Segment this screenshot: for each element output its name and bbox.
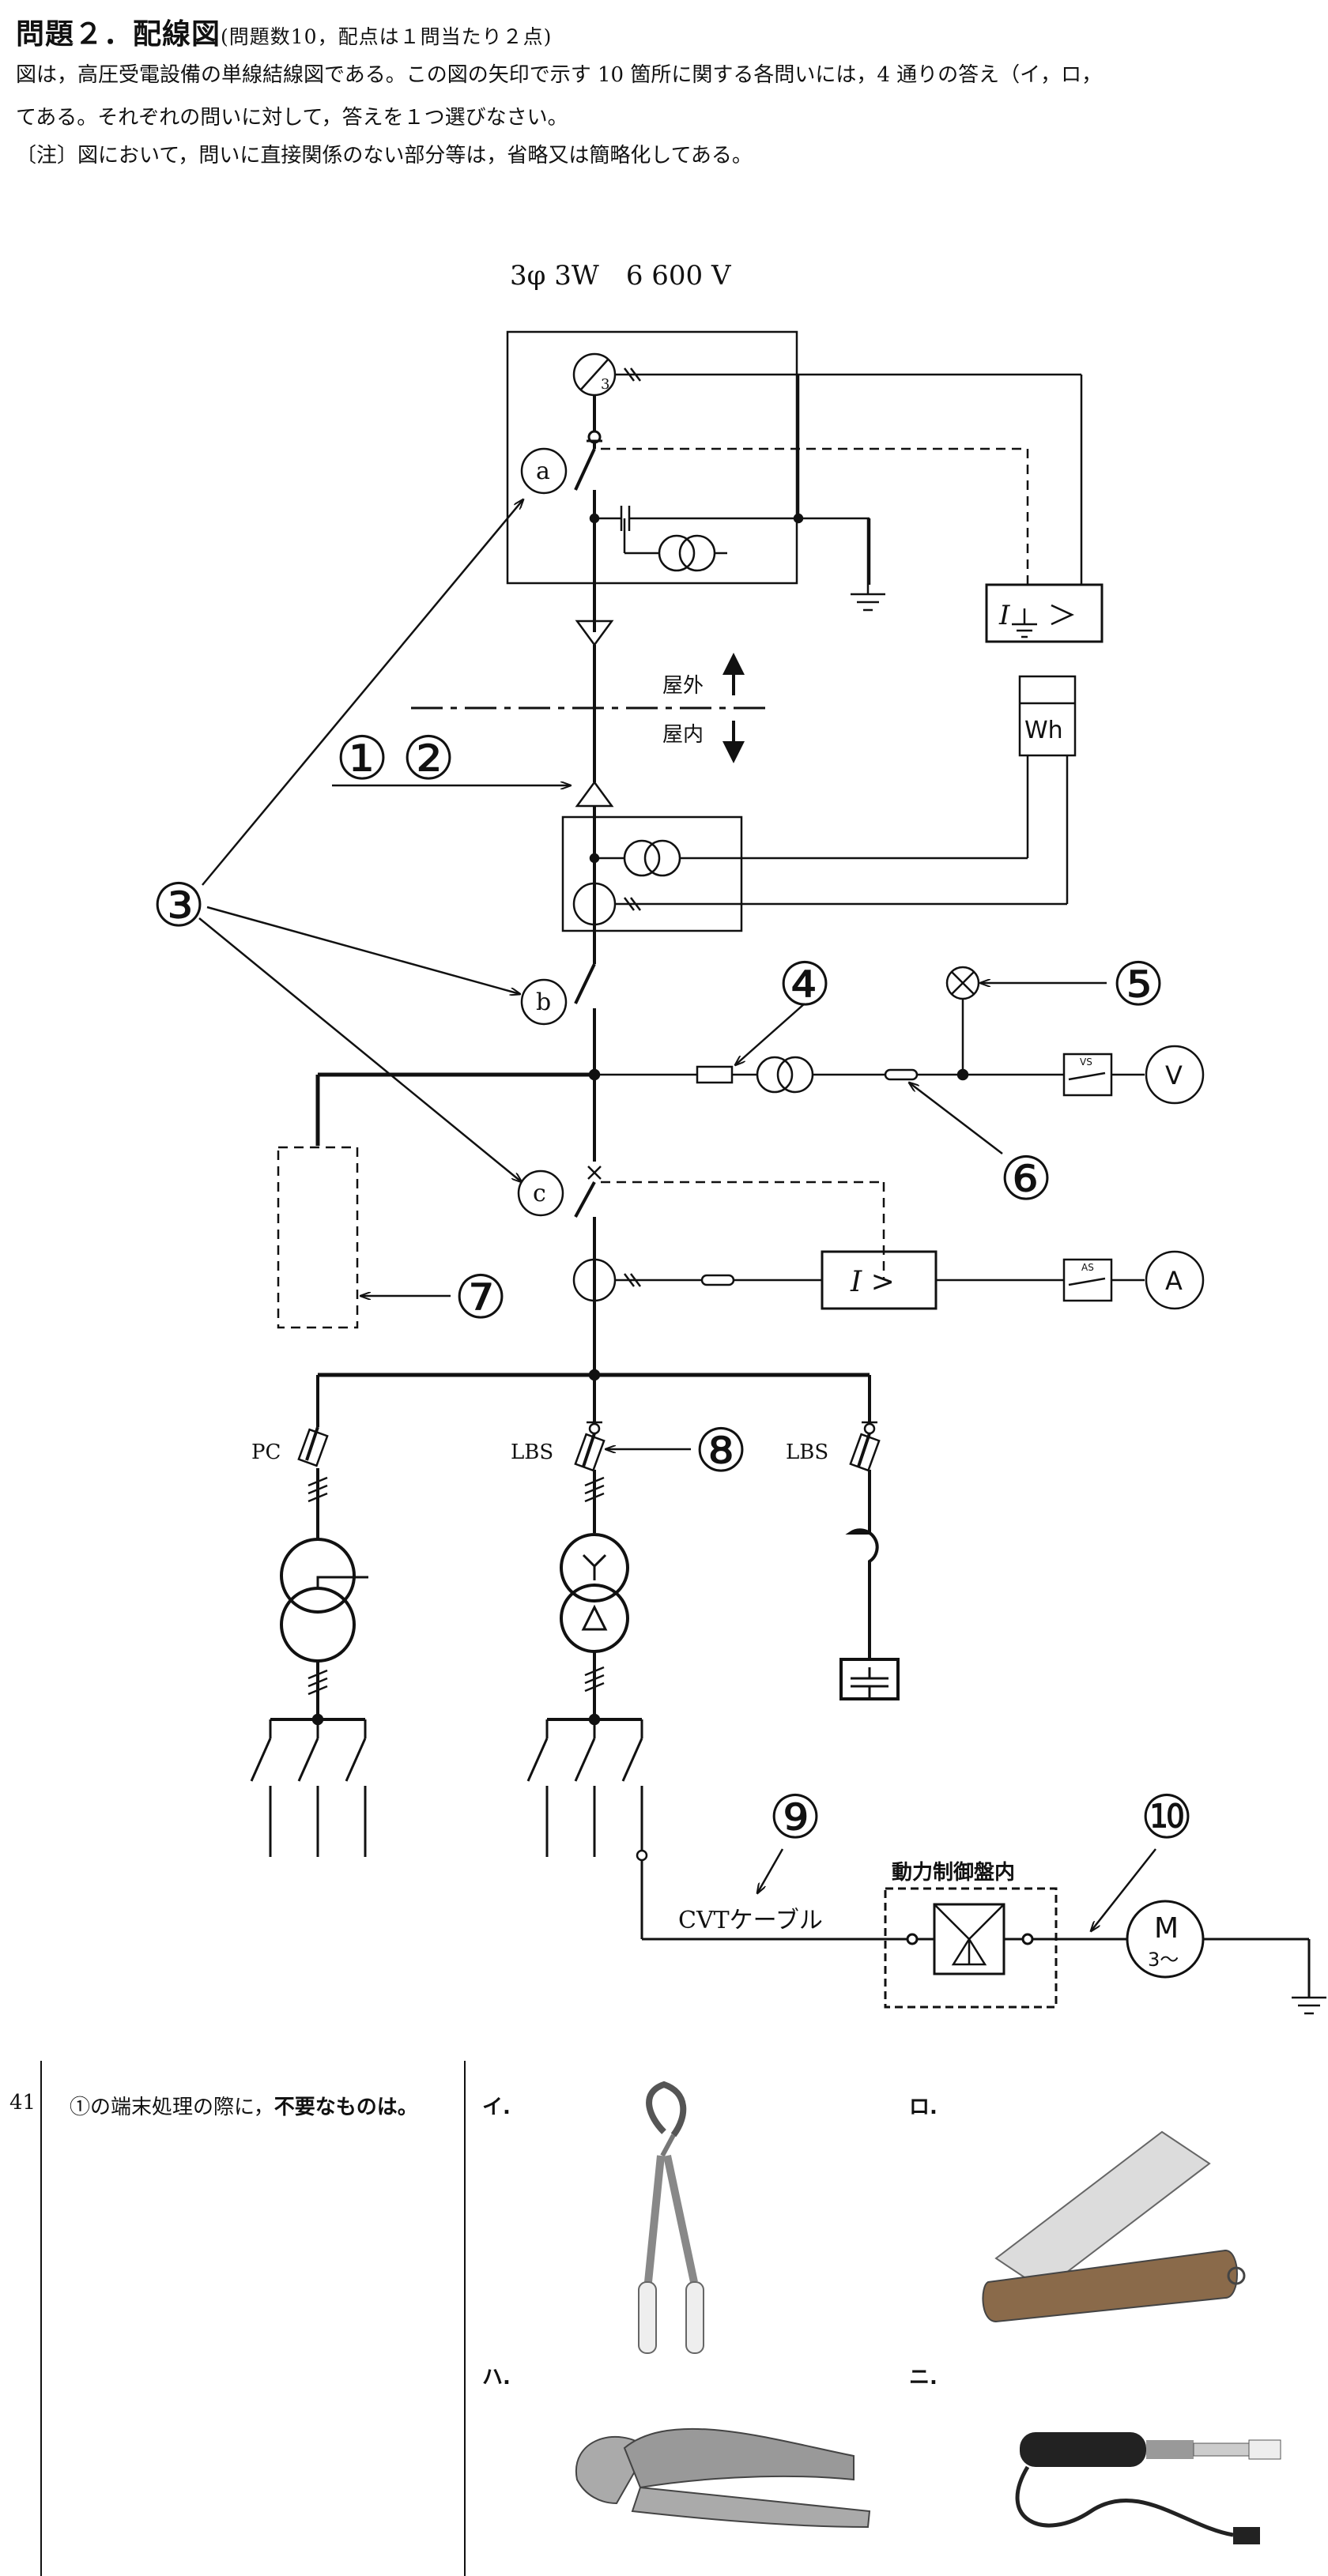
callout-5: ⑤ (1111, 949, 1165, 1019)
option-ro-label[interactable]: ロ. (909, 2096, 938, 2119)
letter-a: a (536, 458, 550, 485)
wh-meter (1018, 675, 1077, 757)
as-label: AS (1081, 1262, 1094, 1273)
question-text: ①の端末処理の際に，不要なものは。 (70, 2091, 418, 2120)
transformer-2-secondary (560, 1584, 629, 1653)
pilot-lamp (945, 966, 980, 1000)
cvt-label: CVTケーブル (678, 1907, 823, 1934)
power-capacitor (839, 1658, 900, 1700)
series-reactor (845, 1528, 879, 1572)
pf-fuse (696, 1065, 734, 1084)
panel-label: 動力制御盤内 (892, 1860, 1015, 1885)
lbs-2-label: LBS (786, 1441, 828, 1464)
option-ni-label[interactable]: ニ. (909, 2366, 938, 2390)
letter-a-circle (520, 447, 568, 495)
transformer-1-primary (280, 1538, 356, 1614)
motor-sub-label: 3～ (1148, 1949, 1179, 1971)
problem-title: 問題２．配線図(問題数10，配点は１問当たり２点) (16, 11, 552, 52)
callout-6: ⑥ (999, 1143, 1053, 1214)
secondary-fuse-ct (700, 1274, 735, 1286)
question-text-prefix: ①の端末処理の際に， (70, 2096, 274, 2119)
indoor-label: 屋内 (662, 723, 704, 747)
zpd-vt-1 (658, 534, 696, 572)
transformer-2-primary (560, 1533, 629, 1602)
voltmeter (1145, 1045, 1205, 1105)
voltmeter-label: V (1165, 1060, 1183, 1090)
cb-switch-blade (574, 1181, 596, 1218)
option-ha-image[interactable] (575, 2427, 871, 2529)
zpd-vt-2 (678, 534, 716, 572)
supply-label: 3φ 3W 6 600 V (510, 260, 732, 292)
question-number: 41 (9, 2091, 36, 2115)
callout-7: ⑦ (454, 1262, 507, 1332)
option-i-image[interactable] (638, 2081, 704, 2354)
letter-c-circle (517, 1169, 564, 1217)
ugs-box (506, 330, 798, 585)
letter-b: b (536, 989, 551, 1016)
ds-switch-blade (574, 963, 596, 1004)
callout-3: ③ (152, 870, 206, 940)
callout-4: ④ (778, 949, 832, 1019)
outdoor-label: 屋外 (662, 674, 704, 698)
transformer-1-secondary (280, 1587, 356, 1663)
single-line-diagram: 3φ 3W 6 600 V 3 (152, 260, 1326, 2015)
motor-control-panel (884, 1887, 1058, 2009)
option-ro-image[interactable] (982, 2130, 1246, 2323)
callout-1: ① (335, 723, 389, 793)
callout-2: ② (402, 723, 455, 793)
ocr-relay-label: I > (850, 1266, 895, 1298)
instruction-line-2: てある。それぞれの問いに対して，答えを１つ選びなさい。 (16, 106, 568, 130)
letter-c: c (533, 1180, 546, 1207)
lbs-1-label: LBS (511, 1441, 553, 1464)
dgr-relay-box (985, 583, 1104, 643)
zct-ratio: 3 (601, 376, 609, 393)
callout-8: ⑧ (694, 1415, 748, 1486)
option-ha-label[interactable]: ハ. (482, 2366, 511, 2390)
ammeter (1145, 1250, 1205, 1310)
vct-box (561, 815, 743, 932)
wh-meter-label: Wh (1024, 717, 1063, 744)
motor-label: M (1154, 1912, 1179, 1945)
option-i-label[interactable]: イ. (482, 2096, 511, 2119)
lbs-1 (574, 1433, 606, 1472)
option-ni-image[interactable] (1015, 2432, 1281, 2544)
ugs-switch-blade (574, 448, 596, 491)
instruction-line-1: 図は，高圧受電設備の単線結線図である。この図の矢印で示す 10 箇所に関する各問… (16, 63, 1103, 87)
future-equipment-box (277, 1146, 359, 1329)
letter-b-circle (520, 978, 568, 1026)
pc-cutout (297, 1428, 329, 1467)
callout-10: ⑩ (1140, 1782, 1194, 1852)
ammeter-label: A (1165, 1266, 1183, 1296)
pc-label: PC (251, 1441, 281, 1464)
cable-head-indoor (575, 780, 614, 808)
problem-subtitle: (問題数10，配点は１問当たり２点) (221, 25, 553, 48)
problem-title-text: 問題２．配線図 (16, 18, 221, 51)
note-line: 〔注〕図において，問いに直接関係のない部分等は，省略又は簡略化してある。 (16, 144, 753, 168)
dgr-relay-label: I (998, 600, 1010, 631)
secondary-fuse-vt (884, 1068, 919, 1081)
cable-head-outdoor (575, 620, 614, 647)
lbs-2 (849, 1433, 881, 1472)
question-text-emphasis: 不要なものは。 (274, 2096, 418, 2119)
vs-label: VS (1080, 1056, 1092, 1068)
question-table-grid (40, 2061, 1281, 2576)
callout-9: ⑨ (768, 1782, 822, 1852)
